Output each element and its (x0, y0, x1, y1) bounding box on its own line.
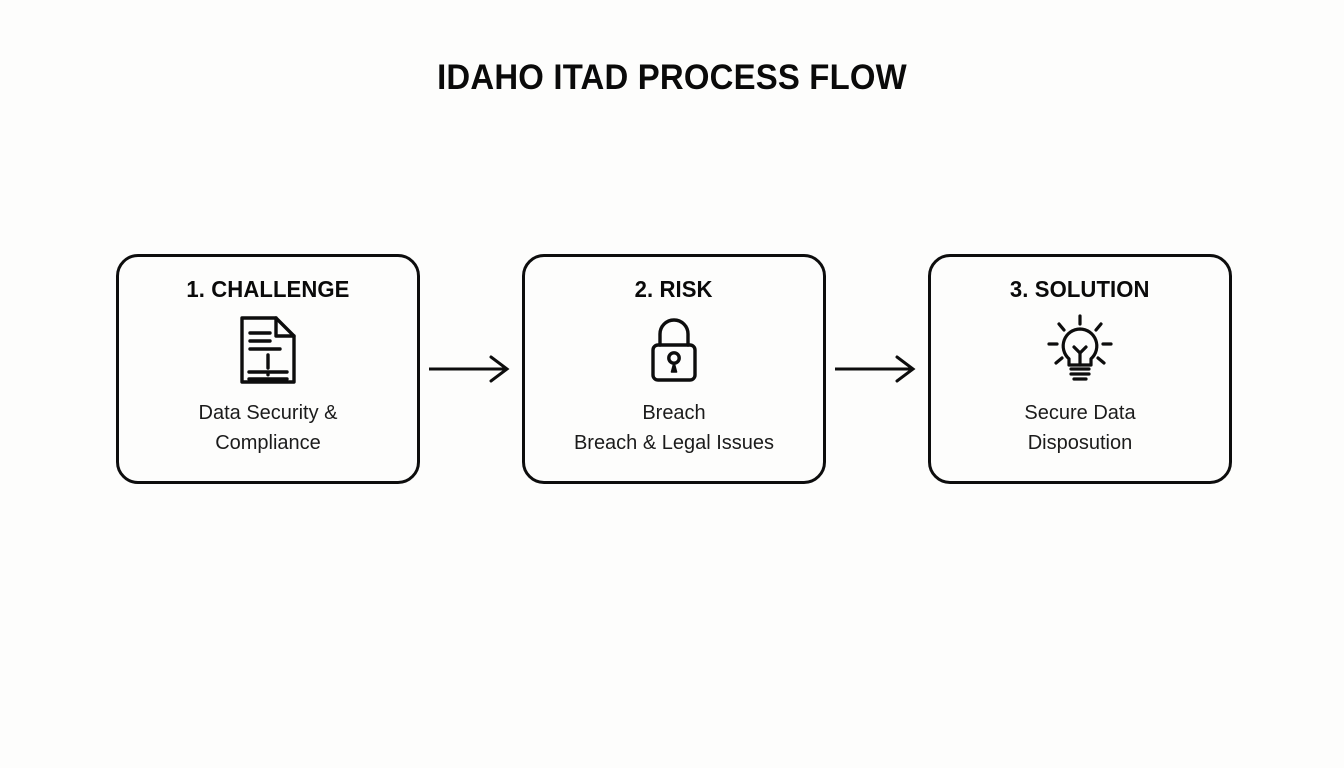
lightbulb-icon (1043, 314, 1117, 386)
flow-step-challenge-description-line2: Compliance (215, 432, 321, 455)
flow-step-solution-description-line2: Disposution (1027, 432, 1133, 455)
flow-step-risk-description-line2: Breach & Legal Issues (573, 432, 775, 455)
process-flow-row: 1. CHALLENGE Data Security & Compliance (116, 254, 1232, 484)
flow-step-challenge-description: Data Security & Compliance (128, 398, 408, 458)
flow-step-risk-description: Breach Breach & Legal Issues (534, 398, 814, 458)
flow-step-risk-heading: 2. RISK (634, 276, 713, 302)
arrow-challenge-to-risk (420, 354, 522, 384)
flow-step-solution[interactable]: 3. SOLUTION Secure Data Disposution (928, 254, 1232, 484)
flow-step-risk-description-line1: Breach (642, 402, 706, 425)
flow-step-risk[interactable]: 2. RISK Breach Breach & Legal Issues (522, 254, 826, 484)
flow-step-challenge-description-line1: Data Security & (198, 402, 338, 425)
flow-step-challenge-heading: 1. CHALLENGE (186, 276, 350, 302)
flow-step-solution-description: Secure Data Disposution (940, 398, 1220, 458)
flow-step-solution-description-line1: Secure Data (1024, 402, 1136, 425)
arrow-risk-to-solution (826, 354, 928, 384)
document-alert-icon (237, 314, 299, 386)
page-title: IDAHO ITAD PROCESS FLOW (437, 58, 907, 97)
padlock-icon (645, 314, 703, 386)
flow-step-solution-heading: 3. SOLUTION (1010, 276, 1150, 302)
flow-step-challenge[interactable]: 1. CHALLENGE Data Security & Compliance (116, 254, 420, 484)
